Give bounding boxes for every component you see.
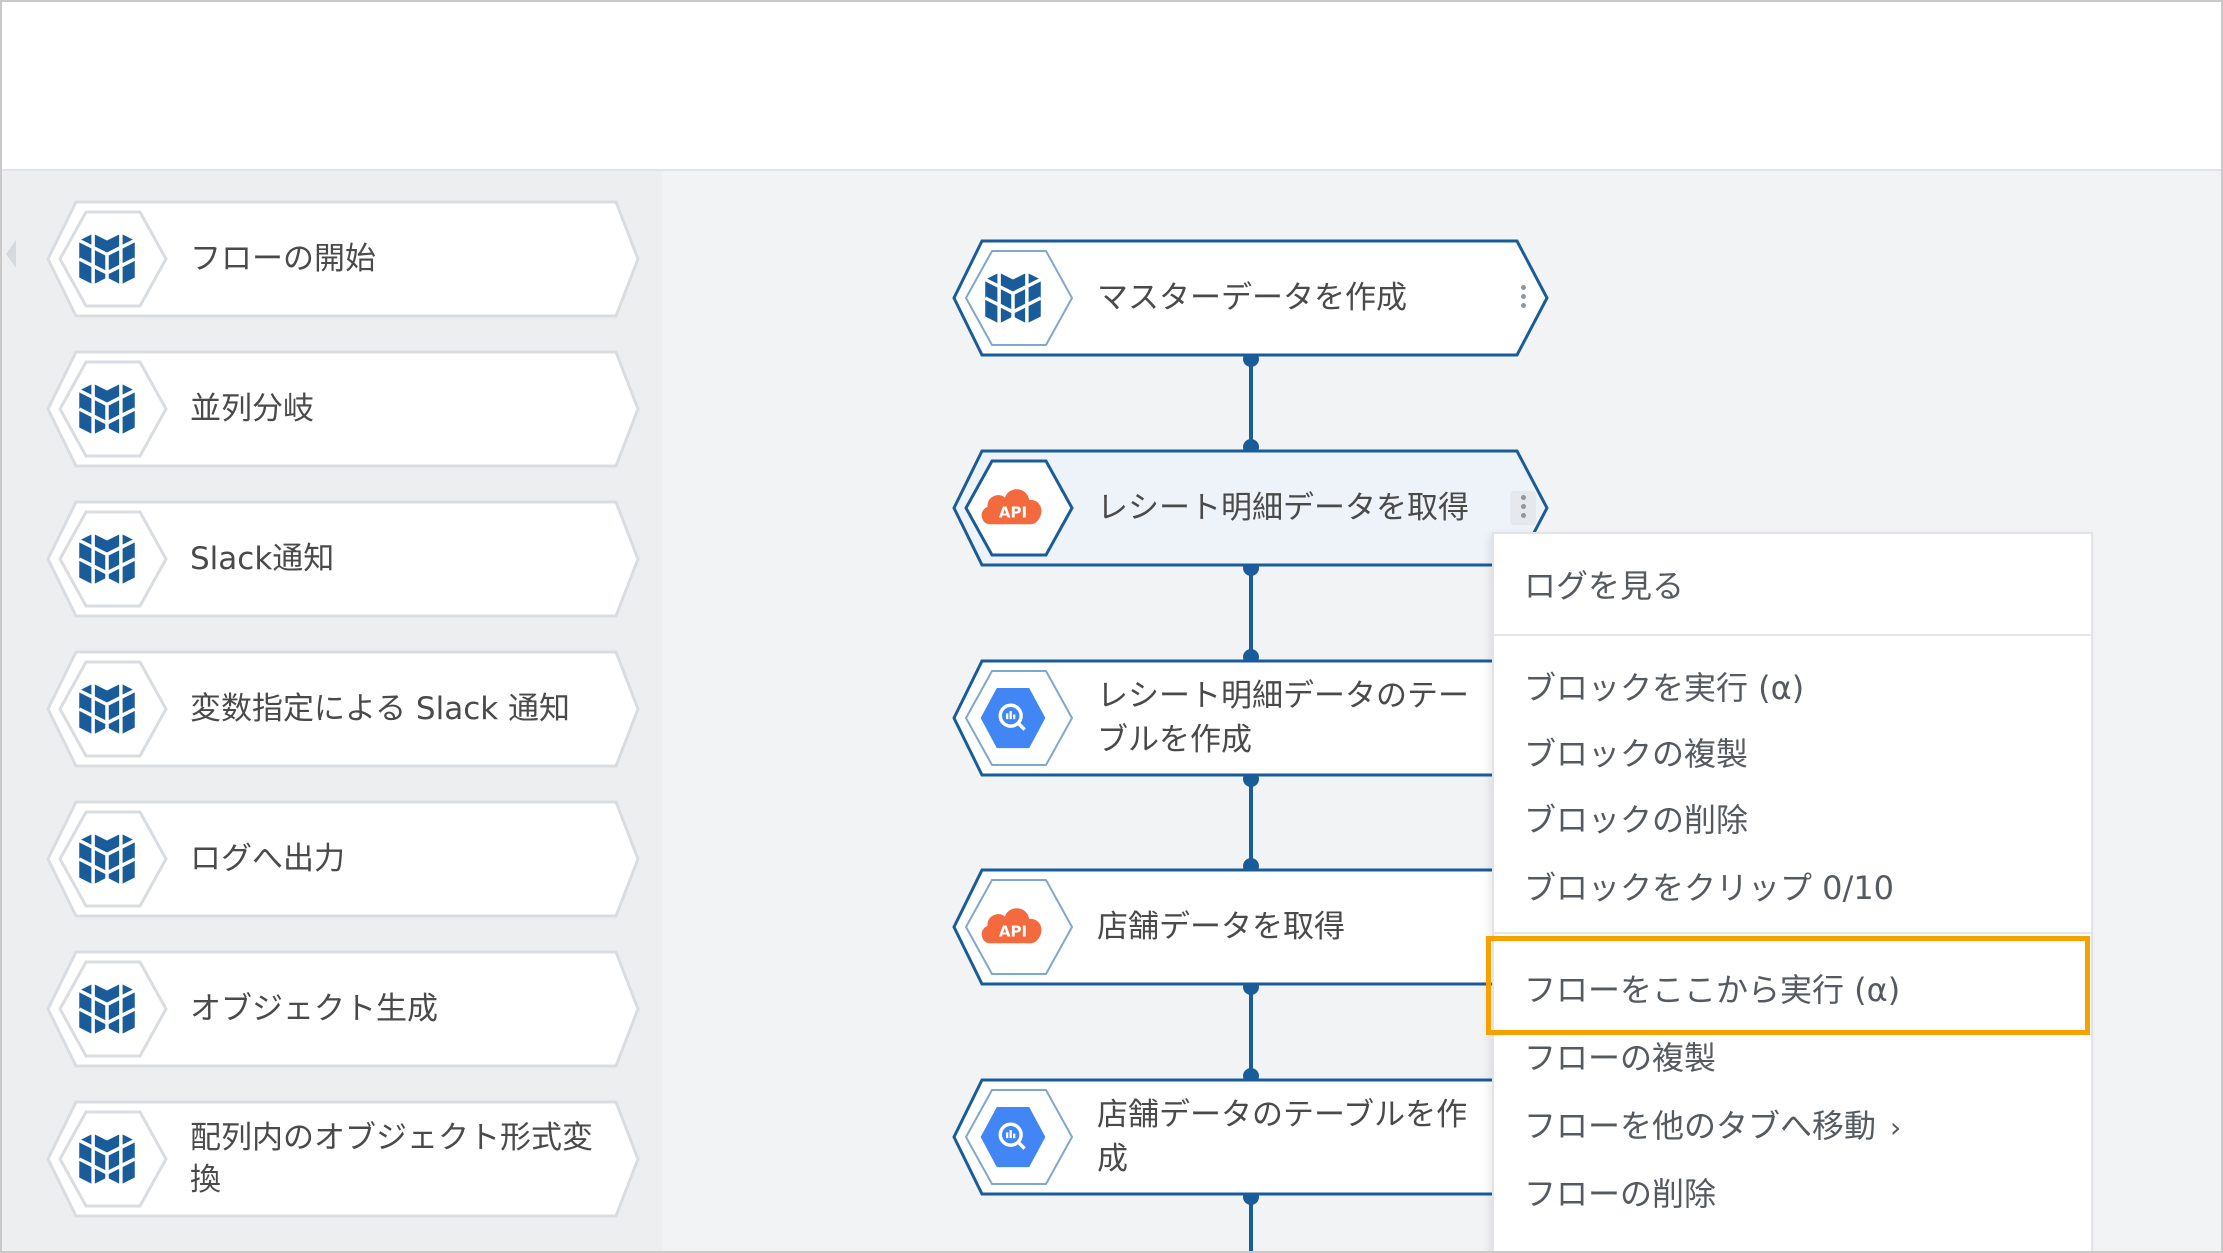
palette-item-label: フローの開始: [190, 241, 376, 277]
flow-block[interactable]: レシート明細データのテーブルを作成: [952, 659, 1552, 777]
menu-divider: [1494, 932, 2091, 934]
connector-3-4: [1243, 771, 1259, 874]
palette-item-label: ログへ出力: [190, 841, 345, 877]
sidebar-collapse-handle[interactable]: [6, 240, 16, 268]
hexagon-card: [952, 1078, 1549, 1196]
flow-block-label: レシート明細データのテーブルを作成: [1097, 678, 1469, 758]
connector-5-next: [1243, 1189, 1259, 1251]
flow-block[interactable]: API 店舗データを取得: [952, 868, 1552, 986]
flow-block-selected[interactable]: API レシート明細データを取得: [952, 449, 1552, 567]
block-context-menu: ログを見る ブロックを実行 (α) ブロックの複製 ブロックの削除 ブロックをク…: [1492, 532, 2093, 1251]
palette-item[interactable]: Slack通知: [46, 500, 640, 618]
hexagon-card: [46, 950, 640, 1068]
flow-block-label: 店舗データのテーブルを作成: [1097, 1097, 1468, 1177]
palette-item-label: 並列分岐: [190, 391, 314, 427]
svg-text:API: API: [999, 922, 1027, 940]
palette-item[interactable]: オブジェクト生成: [46, 950, 640, 1068]
menu-item-run-block[interactable]: ブロックを実行 (α): [1524, 669, 1805, 707]
more-options-icon[interactable]: [1510, 281, 1536, 315]
flow-block-label: 店舗データを取得: [1097, 909, 1345, 945]
menu-item-label: フローを他のタブへ移動: [1524, 1107, 1877, 1145]
flow-block[interactable]: マスターデータを作成: [952, 239, 1552, 357]
cube-icon: [78, 683, 136, 735]
menu-item-move-flow-to-tab[interactable]: フローを他のタブへ移動 ›: [1524, 1104, 1901, 1150]
menu-item-delete-block[interactable]: ブロックの削除: [1524, 801, 1749, 839]
menu-item-label: フローの複製: [1524, 1039, 1717, 1077]
cube-icon: [78, 533, 136, 585]
menu-item-duplicate-block[interactable]: ブロックの複製: [1524, 735, 1749, 773]
menu-divider: [1494, 634, 2091, 636]
flow-block-label: レシート明細データを取得: [1097, 490, 1469, 526]
bigquery-icon: [980, 687, 1046, 749]
cube-icon: [78, 983, 136, 1035]
palette-item-label: 配列内のオブジェクト形式変換: [190, 1120, 593, 1198]
flow-block-label: マスターデータを作成: [1097, 280, 1407, 316]
menu-item-delete-flow[interactable]: フローの削除: [1524, 1175, 1717, 1213]
api-cloud-icon: API: [981, 908, 1042, 944]
menu-item-run-flow-from-here[interactable]: フローをここから実行 (α): [1524, 971, 1901, 1009]
cube-icon: [984, 272, 1042, 324]
hexagon-card: [952, 239, 1549, 357]
cube-icon: [78, 833, 136, 885]
cube-icon: [78, 233, 136, 285]
palette-item-label: 変数指定による Slack 通知: [190, 691, 571, 727]
palette-item[interactable]: 変数指定による Slack 通知: [46, 650, 640, 768]
connector-4-5: [1243, 979, 1259, 1084]
connector-1-2: [1243, 351, 1259, 455]
hexagon-card: [952, 659, 1549, 777]
hexagon-card: [952, 449, 1549, 567]
cube-icon: [78, 1133, 136, 1185]
svg-text:API: API: [999, 503, 1027, 521]
top-bar: [2, 2, 2221, 171]
palette-item[interactable]: 並列分岐: [46, 350, 640, 468]
palette-item[interactable]: ログへ出力: [46, 800, 640, 918]
more-options-icon[interactable]: [1510, 491, 1536, 525]
menu-item-duplicate-flow[interactable]: フローの複製: [1524, 1036, 1716, 1080]
palette-item[interactable]: フローの開始: [46, 200, 640, 318]
flow-block[interactable]: 店舗データのテーブルを作成: [952, 1078, 1552, 1196]
bigquery-icon: [980, 1106, 1046, 1168]
api-cloud-icon: API: [981, 489, 1042, 525]
connector-2-3: [1243, 560, 1259, 665]
highlight-box: [1486, 936, 2090, 1035]
menu-item-view-log[interactable]: ログを見る: [1524, 567, 1685, 605]
cube-icon: [78, 383, 136, 435]
menu-item-clip-block[interactable]: ブロックをクリップ 0/10: [1524, 869, 1895, 907]
palette-item-label: オブジェクト生成: [190, 991, 438, 1027]
palette-item-label: Slack通知: [190, 541, 335, 577]
chevron-right-icon: ›: [1890, 1111, 1902, 1144]
palette-item[interactable]: 配列内のオブジェクト形式変換: [46, 1100, 640, 1218]
